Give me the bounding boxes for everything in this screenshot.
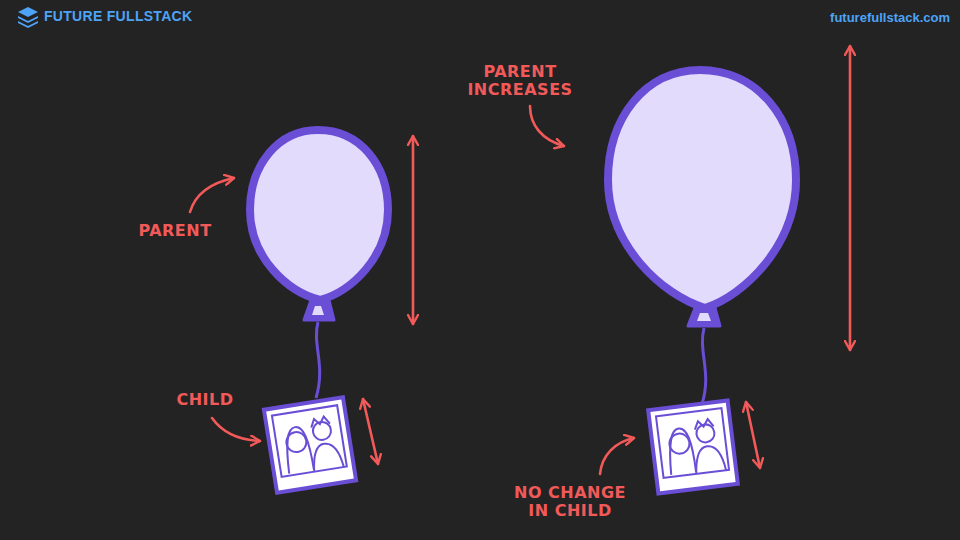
part-label: CHILD xyxy=(160,391,250,409)
leader-arrow xyxy=(600,438,634,474)
child-photo xyxy=(648,400,738,493)
height-arrow xyxy=(412,136,415,324)
height-arrow xyxy=(363,399,378,464)
child-photo xyxy=(264,397,356,492)
brand-name: FUTURE FULLSTACK xyxy=(44,9,244,24)
logo-icon xyxy=(18,7,38,28)
note-label: PARENT INCREASES xyxy=(455,63,585,98)
height-arrow xyxy=(746,402,760,468)
part-label: PARENT xyxy=(120,222,230,240)
parent-balloon xyxy=(250,130,388,398)
note-label: NO CHANGE IN CHILD xyxy=(502,484,638,519)
leader-arrow xyxy=(190,178,234,212)
leader-arrow xyxy=(530,106,564,146)
site-url: futurefullstack.com xyxy=(760,11,950,25)
leader-arrow xyxy=(212,418,260,441)
height-arrow xyxy=(849,46,852,350)
parent-balloon-large xyxy=(608,70,796,404)
